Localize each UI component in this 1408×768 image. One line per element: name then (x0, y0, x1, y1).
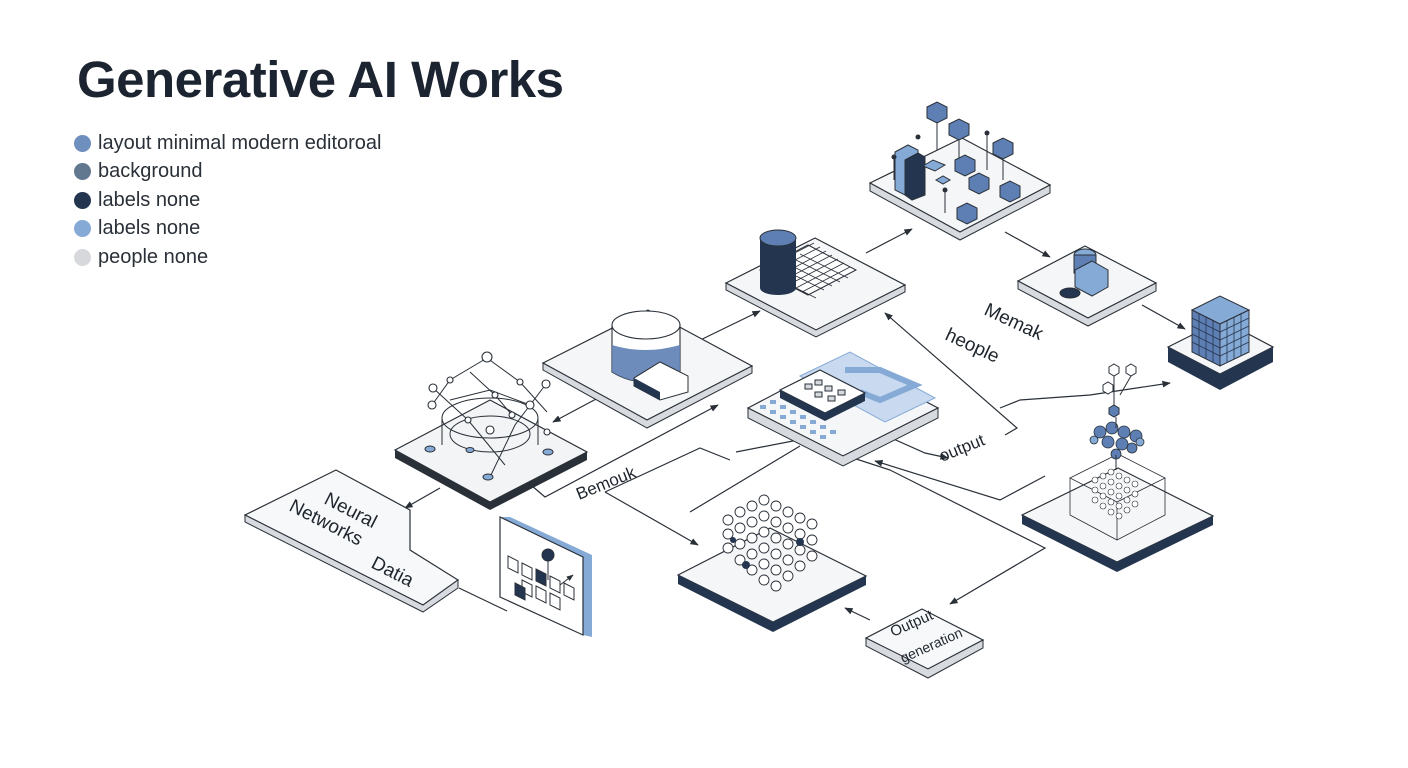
output-generation-card: Output generation (864, 606, 985, 679)
legend-label: layout minimal modern editoroal (98, 131, 382, 154)
legend-label: labels none (98, 217, 201, 240)
label-bemouk: Bemouk (573, 463, 638, 504)
arrow-connector (604, 491, 699, 546)
arrow-connector (865, 228, 913, 254)
legend-dot (74, 191, 91, 209)
data-tile-card (499, 516, 592, 637)
legend-item: layout minimal modern editoroal (74, 129, 381, 158)
label-heople: heople (942, 324, 1003, 367)
legend: layout minimal modern editoroal backgrou… (74, 129, 381, 272)
arrow-connector (1141, 304, 1186, 330)
output-cube-platform (1020, 363, 1215, 572)
arrow-connector (1004, 231, 1051, 258)
label-memak: Memak (981, 299, 1047, 345)
legend-dot (74, 248, 91, 266)
legend-item: people none (74, 243, 381, 272)
neural-network-platform (393, 351, 589, 510)
arrow-connector (844, 607, 871, 621)
arrow-connector (458, 587, 508, 612)
processing-platform (746, 351, 940, 467)
page-title: Generative AI Works (77, 51, 564, 108)
device-platform (724, 229, 907, 338)
arrow-connector (874, 460, 1046, 501)
small-cylinder-platform (1016, 245, 1158, 327)
neural-networks-card: Neural Networks Datia (243, 469, 460, 613)
legend-item: background (74, 158, 381, 187)
legend-label: people none (98, 245, 209, 268)
database-platform (541, 309, 754, 429)
arrow-connector (884, 312, 1019, 436)
legend-item: labels none (74, 215, 381, 244)
arrow-connector (999, 380, 1171, 409)
data-tower-platform (1166, 295, 1275, 390)
legend-dot (74, 163, 91, 181)
arrow-connector (552, 397, 599, 423)
arrow-connector (404, 487, 441, 509)
legend-dot (74, 134, 91, 152)
lattice-cube-platform (676, 494, 868, 632)
cube-cluster-platform (868, 101, 1052, 241)
label-output: output (936, 430, 987, 465)
legend-item: labels none (74, 186, 381, 215)
legend-dot (74, 220, 91, 238)
arrow-connector (604, 447, 731, 493)
arrow-connector (735, 439, 1047, 605)
legend-label: labels none (98, 188, 201, 211)
legend-label: background (98, 160, 203, 183)
arrow-connector (689, 445, 801, 513)
